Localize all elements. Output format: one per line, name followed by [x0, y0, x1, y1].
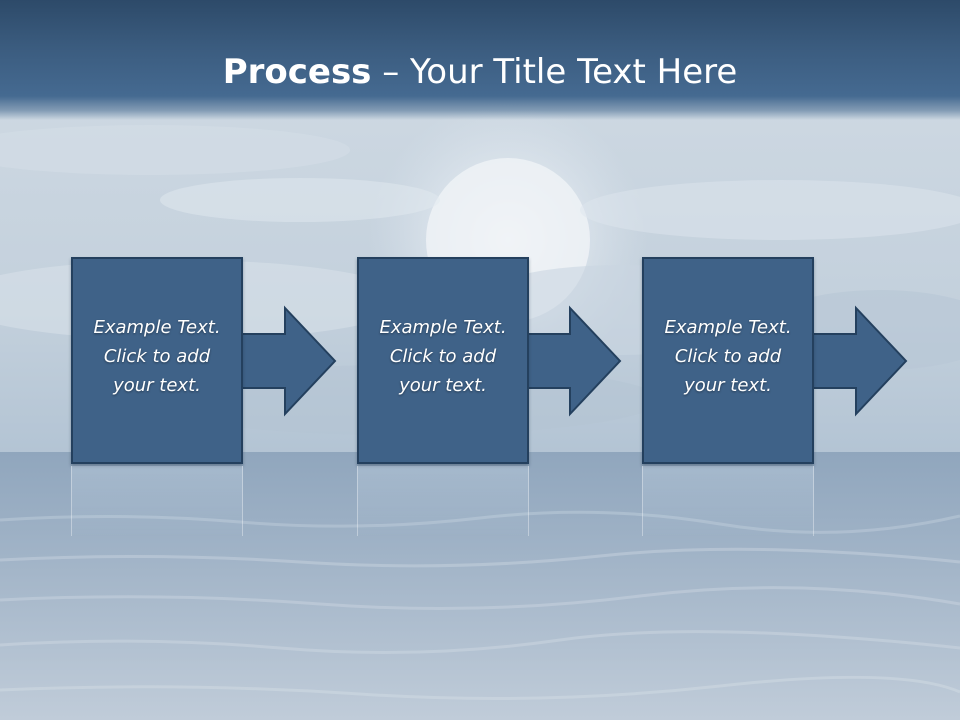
process-step-1[interactable]: Example Text. Click to add your text.	[71, 257, 243, 464]
title-bold-text: Process	[222, 52, 372, 92]
step-3-line-3: your text.	[684, 375, 772, 396]
step-2-line-1: Example Text.	[379, 317, 507, 338]
step-3-text[interactable]: Example Text. Click to add your text.	[644, 313, 812, 400]
process-arrow-3[interactable]	[807, 305, 908, 417]
step-2-reflection	[357, 466, 529, 536]
step-3-line-1: Example Text.	[664, 317, 792, 338]
process-arrow-2[interactable]	[521, 305, 622, 417]
step-3-line-2: Click to add	[674, 346, 782, 367]
step-1-line-3: your text.	[113, 375, 201, 396]
process-step-2[interactable]: Example Text. Click to add your text.	[357, 257, 529, 464]
step-1-text[interactable]: Example Text. Click to add your text.	[73, 313, 241, 400]
title-rest-text: – Your Title Text Here	[371, 52, 738, 92]
step-2-text[interactable]: Example Text. Click to add your text.	[359, 313, 527, 400]
process-step-3[interactable]: Example Text. Click to add your text.	[642, 257, 814, 464]
title-bar	[0, 0, 960, 120]
step-1-line-2: Click to add	[103, 346, 211, 367]
step-2-line-3: your text.	[399, 375, 487, 396]
step-2-line-2: Click to add	[389, 346, 497, 367]
step-1-reflection	[71, 466, 243, 536]
process-arrow-1[interactable]	[236, 305, 337, 417]
step-1-line-1: Example Text.	[93, 317, 221, 338]
slide-title[interactable]: Process – Your Title Text Here	[0, 52, 960, 92]
step-3-reflection	[642, 466, 814, 536]
